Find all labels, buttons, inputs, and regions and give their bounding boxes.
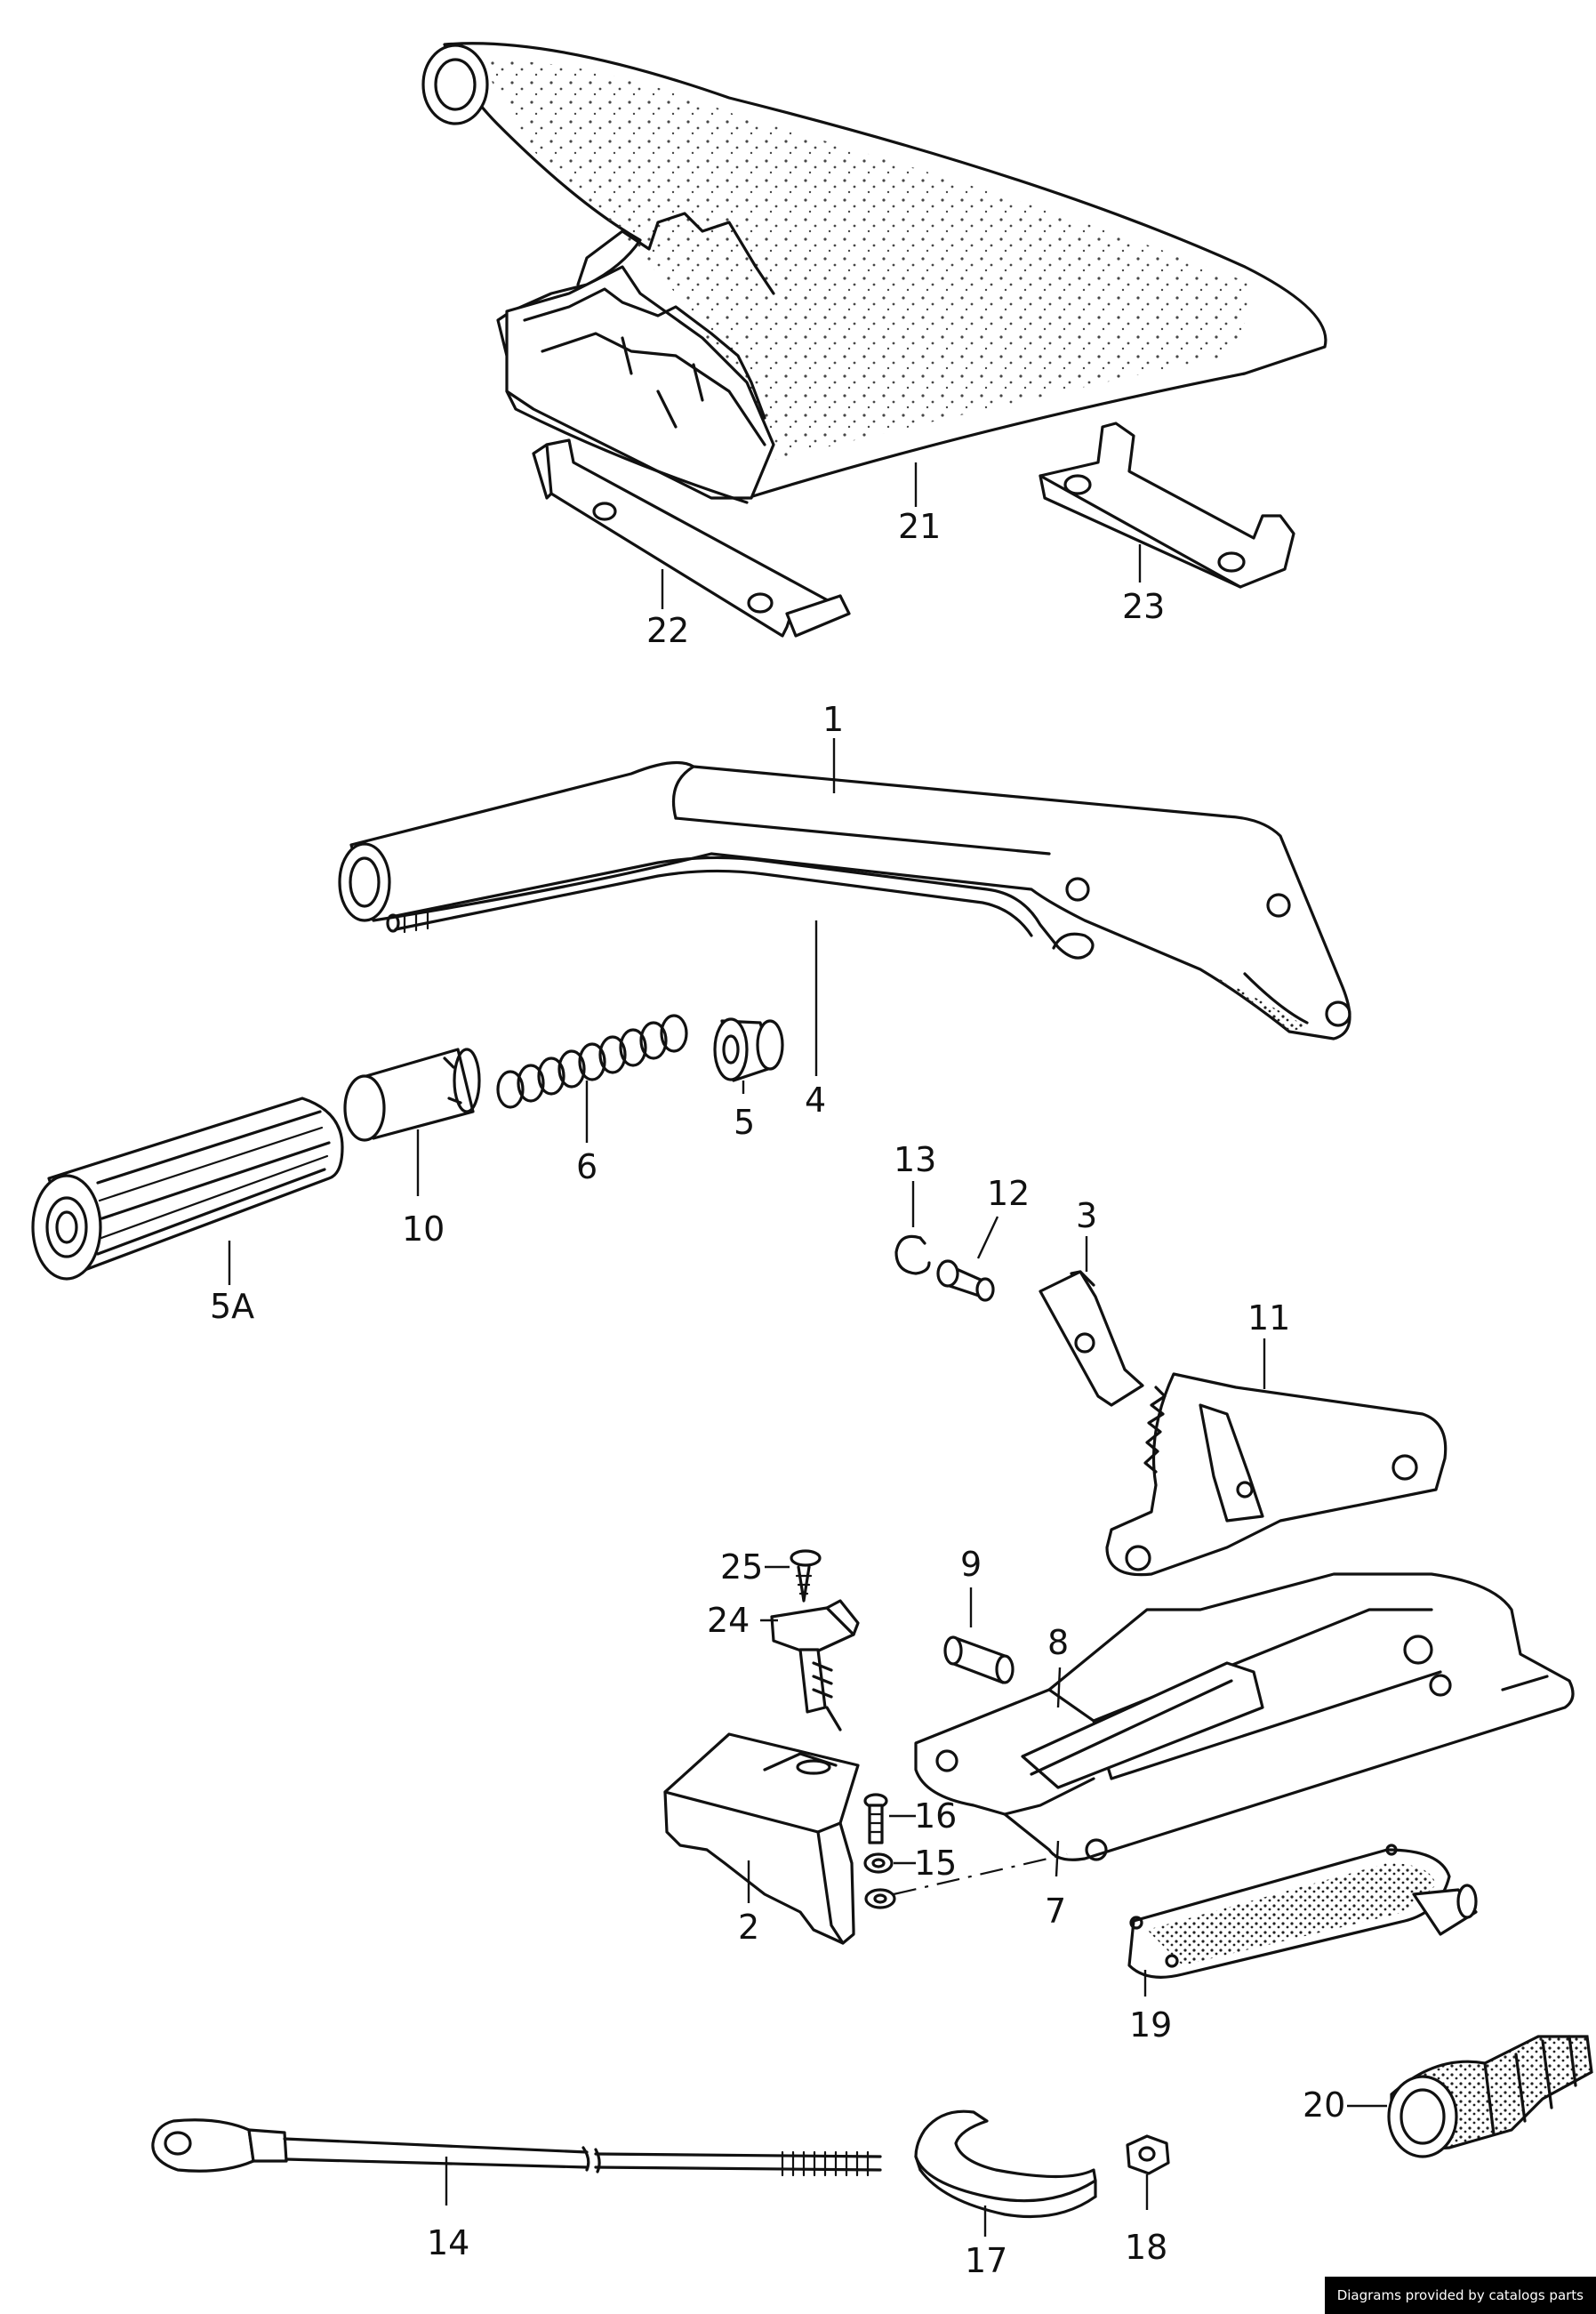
callout-8: 8 (1047, 1623, 1069, 1662)
part-10-sleeve (343, 1048, 481, 1142)
callout-10: 10 (402, 1209, 445, 1249)
callout-7: 7 (1045, 1892, 1066, 1931)
part-16-bolt (863, 1793, 888, 1844)
callout-17: 17 (965, 2241, 1007, 2280)
callout-1: 1 (822, 700, 844, 739)
callout-19: 19 (1129, 2005, 1172, 2045)
callout-5a: 5A (210, 1287, 254, 1326)
part-1-lever (338, 760, 1351, 1040)
centerline (893, 1852, 1068, 1896)
callout-25: 25 (720, 1547, 763, 1587)
part-3-pawl (1039, 1270, 1144, 1407)
leader-12 (976, 1216, 999, 1259)
callout-18: 18 (1125, 2228, 1167, 2267)
callout-12: 12 (987, 1174, 1030, 1213)
callout-24: 24 (707, 1601, 750, 1640)
part-14-brake-cable (151, 2118, 882, 2177)
part-5-bush (713, 1017, 784, 1082)
callout-2: 2 (738, 1908, 759, 1947)
callout-4: 4 (805, 1081, 826, 1120)
part-12-pin (936, 1259, 995, 1302)
callout-20: 20 (1303, 2085, 1345, 2125)
part-9-pin (943, 1635, 1015, 1684)
part-4-release-rod (386, 856, 1095, 960)
callout-11: 11 (1247, 1298, 1290, 1338)
part-23-right-bracket (1039, 422, 1295, 589)
callout-23: 23 (1122, 587, 1165, 626)
callout-6: 6 (576, 1147, 597, 1186)
part-20-rubber-boot (1387, 2035, 1593, 2158)
callout-22: 22 (646, 611, 689, 650)
leader-7 (1055, 1840, 1060, 1877)
callout-21: 21 (898, 507, 941, 546)
part-21-boot-cover (421, 42, 1327, 504)
callout-5: 5 (734, 1103, 755, 1142)
part-15-lock-washer (863, 1852, 894, 1874)
callout-14: 14 (427, 2223, 469, 2262)
leader-8 (1056, 1667, 1062, 1708)
part-5a-handle-grip (31, 1097, 344, 1281)
part-18-nut (1126, 2134, 1170, 2175)
part-22-left-bracket (532, 438, 851, 638)
part-6-spring (496, 1014, 688, 1109)
part-17-cable-clip (914, 2109, 1097, 2219)
part-8-lever-housing (914, 1572, 1575, 1861)
part-2-mounting-bracket (663, 1732, 896, 1945)
callout-15: 15 (914, 1844, 957, 1883)
part-13-circlip (894, 1234, 931, 1275)
part-11-ratchet-segment (1105, 1372, 1448, 1577)
part-19-cable-cover (1127, 1844, 1478, 1979)
part-24-warning-switch (770, 1599, 860, 1731)
callout-13: 13 (894, 1140, 936, 1179)
part-25-screw (790, 1549, 822, 1603)
callout-16: 16 (914, 1796, 957, 1836)
callout-9: 9 (960, 1545, 982, 1584)
callout-3: 3 (1076, 1196, 1097, 1235)
diagram-credit: Diagrams provided by catalogs parts (1324, 2277, 1596, 2314)
